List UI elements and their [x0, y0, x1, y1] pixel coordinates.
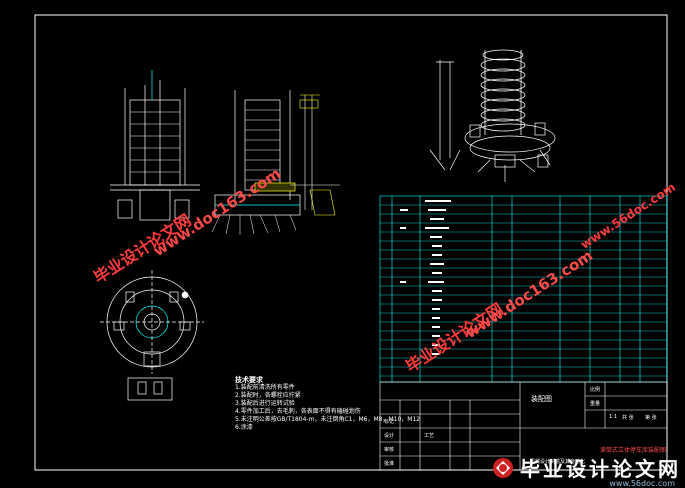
notes-line-6: 6.涂漆 [235, 424, 253, 431]
title-block [379, 381, 668, 471]
title-block-row-design: 设计 [384, 433, 395, 439]
title-block-ratio: 1:1 [609, 414, 618, 420]
technical-notes: 技术要求 1.装配前清洗所有零件 2.装配时，各螺栓应拧紧 3.装配后进行运转试… [235, 376, 420, 432]
title-block-sheet-no: 第 张 [645, 415, 657, 421]
title-block-row-approve: 批准 [384, 461, 395, 467]
notes-line-4: 4.零件加工后，去毛刺，各表面不得有磕碰划伤 [235, 408, 361, 415]
title-block-company: 机械设计制造及其自动化 [530, 459, 586, 465]
side-elevation-view [211, 90, 301, 235]
notes-line-1: 1.装配前清洗所有零件 [235, 384, 295, 391]
title-block-scale-label: 比例 [590, 387, 601, 393]
title-block-row-check: 审核 [384, 447, 395, 453]
title-block-row-process: 工艺 [424, 433, 435, 439]
notes-title: 技术要求 [235, 376, 263, 384]
brand-logo-icon [493, 457, 513, 478]
notes-line-3: 3.装配后进行运转试验 [235, 400, 295, 407]
isometric-view [429, 49, 556, 182]
lift-mechanism-detail [290, 94, 340, 216]
notes-line-2: 2.装配时，各螺栓应拧紧 [235, 392, 301, 399]
title-block-drawing-title: 滚筒式立体停车库装配图 [600, 447, 667, 454]
notes-line-5: 5.未注明公差按GB/T1804-m，未注倒角C1，M6，M8，M10，M12 [235, 416, 421, 423]
plan-view [100, 270, 204, 401]
site-brand[interactable]: 毕业设计论文网 [492, 453, 681, 482]
title-block-weight-label: 重量 [590, 401, 601, 407]
title-block-name: 装配图 [531, 395, 552, 403]
front-elevation-view [110, 70, 200, 221]
brand-text: 毕业设计论文网 [520, 457, 681, 481]
title-block-sheet-label: 共 张 [622, 415, 634, 421]
brand-url[interactable]: www.56doc.com [609, 479, 675, 488]
title-block-row-mark: 标记 [384, 419, 395, 425]
parts-list-table [379, 195, 668, 383]
